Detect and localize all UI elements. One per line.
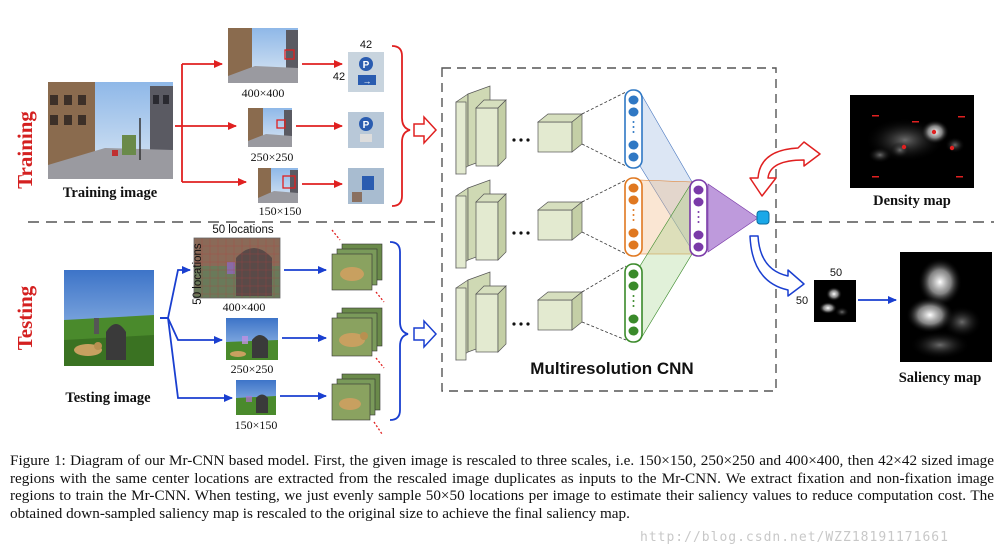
density-map-label: Density map [873,193,951,209]
feature-cube-row-3 [537,291,583,331]
training-scale-150 [258,168,298,203]
patch-size-top: 42 [360,39,372,51]
small-map-width-label: 50 [830,267,842,279]
conv-ellipsis [512,138,530,326]
testing-scale-250 [226,318,278,360]
training-patch-arrows [296,60,343,188]
svg-text:P: P [363,60,370,71]
training-side-label: Training [13,111,37,189]
testing-scale-400-label: 400×400 [223,300,266,314]
feature-cube-row-1 [537,113,583,153]
density-map [850,95,974,188]
testing-output-arrow [749,235,805,297]
locations-side-label: 50 locations [192,243,204,305]
small-map-height-label: 50 [796,295,808,307]
training-patch-2: P [348,112,384,148]
testing-patch-arrows [280,266,327,400]
conv-stack-row-2 [455,179,507,269]
testing-image [64,270,154,366]
fc-column-orange [624,177,643,257]
training-scale-250-label: 250×250 [251,150,294,164]
testing-patch-stack-2 [331,307,385,369]
testing-image-label: Testing image [65,390,151,406]
output-funnel [707,183,759,253]
training-scale-400 [228,28,298,83]
testing-scale-250-label: 250×250 [231,362,274,376]
downsampled-saliency-map [814,280,856,322]
testing-branch-arrows [160,266,233,402]
locations-top-label: 50 locations [212,224,274,236]
training-scale-150-label: 150×150 [259,204,302,218]
output-neuron [756,210,770,225]
patch-size-left: 42 [333,71,345,83]
svg-text:P: P [363,120,370,131]
cube-to-fc-connectors [581,91,627,341]
watermark-text: http://blog.csdn.net/WZZ18191171661 [640,530,949,545]
testing-side-label: Testing [13,285,37,350]
training-patch-3 [348,168,384,204]
testing-patch-stack-1 [331,229,385,303]
conv-stack-row-3 [455,271,507,361]
cnn-label: Multiresolution CNN [530,359,693,378]
training-image-label: Training image [63,185,158,201]
training-patch-1: P → [348,52,384,92]
training-hollow-arrow [413,115,438,145]
feature-cube-row-2 [537,201,583,241]
training-bracket [391,45,411,207]
saliency-map-label: Saliency map [899,370,982,386]
testing-scale-400 [193,237,281,299]
training-branch-arrows [175,60,247,186]
fc-column-purple [689,179,708,257]
saliency-map [900,252,992,362]
testing-bracket [389,241,409,421]
fc-column-green [624,263,643,343]
cnn-frame [441,67,777,392]
training-feedback-arrow [749,141,821,197]
figure-caption: Figure 1: Diagram of our Mr-CNN based mo… [10,452,994,522]
conv-stack-row-1 [455,85,507,175]
training-scale-400-label: 400×400 [242,86,285,100]
testing-scale-150 [236,380,276,415]
training-scale-250 [248,108,292,147]
testing-hollow-arrow [413,319,438,349]
training-image [48,82,173,179]
svg-text:→: → [363,76,372,86]
testing-patch-stack-3 [331,373,383,435]
fc-column-blue [624,89,643,169]
testing-scale-150-label: 150×150 [235,418,278,432]
